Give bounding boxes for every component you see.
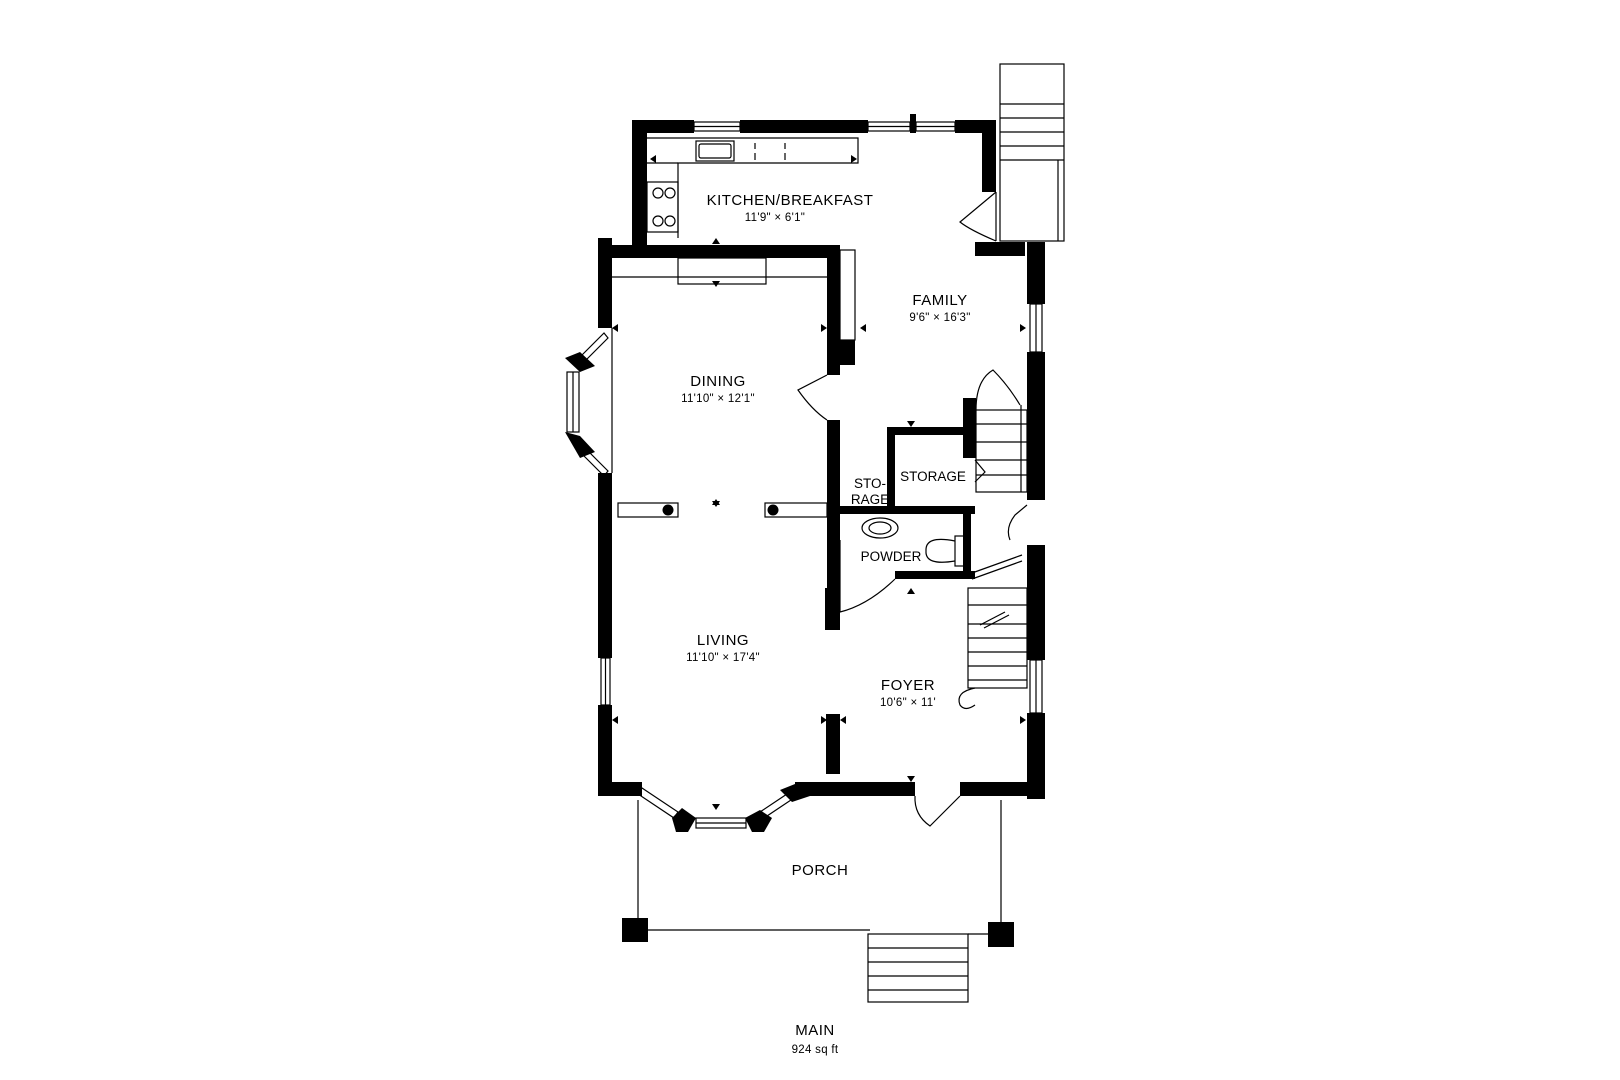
- wall: [1027, 545, 1045, 660]
- kitchen-dims: 11'9" × 6'1": [745, 212, 805, 224]
- wall: [975, 242, 1025, 256]
- stove: [646, 181, 679, 233]
- floor-area: 924 sq ft: [792, 1044, 839, 1056]
- window: [581, 332, 609, 361]
- wall: [840, 340, 855, 365]
- storage-small-label-2: RAGE: [851, 492, 889, 507]
- sink: [861, 517, 899, 539]
- porch-post: [988, 922, 1014, 947]
- toilet: [954, 535, 970, 567]
- dining-label: DINING: [690, 373, 746, 390]
- wall: [826, 714, 840, 774]
- walls: [565, 114, 1045, 947]
- foyer-dims: 10'6" × 11': [880, 697, 936, 709]
- sink: [695, 140, 735, 162]
- wall: [795, 782, 915, 796]
- storage-label: STORAGE: [900, 469, 966, 484]
- wall: [827, 245, 840, 375]
- wall: [1027, 242, 1045, 304]
- back-stairs: [999, 63, 1065, 242]
- wall: [960, 782, 1045, 796]
- kitchen-label: KITCHEN/BREAKFAST: [707, 192, 874, 209]
- thin-lines: [566, 63, 1065, 1003]
- wall: [827, 420, 840, 615]
- porch-post: [622, 918, 648, 942]
- wall: [910, 114, 916, 133]
- living-dims: 11'10" × 17'4": [686, 652, 760, 664]
- living-label: LIVING: [697, 632, 749, 649]
- wall: [740, 120, 868, 133]
- columns: [662, 504, 840, 728]
- wall: [1027, 352, 1045, 500]
- family-label: FAMILY: [912, 292, 967, 309]
- wall: [780, 782, 810, 802]
- wall: [672, 808, 696, 832]
- wall: [598, 473, 612, 658]
- wall: [598, 238, 612, 328]
- wall: [598, 782, 642, 796]
- wall: [1027, 713, 1045, 799]
- storage-small-label-1: STO-: [854, 476, 886, 491]
- wall: [598, 245, 840, 258]
- wall: [963, 506, 971, 576]
- wall: [632, 120, 694, 133]
- porch-label: PORCH: [792, 862, 849, 879]
- foyer-label: FOYER: [881, 677, 935, 694]
- window: [637, 787, 679, 819]
- labels: KITCHEN/BREAKFAST 11'9" × 6'1" FAMILY 9'…: [681, 192, 970, 1056]
- floor-name: MAIN: [795, 1022, 835, 1039]
- powder-label: POWDER: [861, 549, 922, 564]
- window: [581, 448, 609, 477]
- porch-stairs: [867, 933, 969, 1003]
- wall: [632, 120, 647, 245]
- wall: [887, 427, 975, 435]
- window: [759, 791, 795, 819]
- wall: [598, 705, 612, 795]
- wall: [840, 506, 975, 514]
- wall: [982, 120, 996, 192]
- dining-dims: 11'10" × 12'1": [681, 393, 755, 405]
- wall: [895, 571, 975, 579]
- wall: [887, 427, 895, 509]
- stairs: [975, 409, 1028, 493]
- wall: [745, 810, 772, 832]
- dimension-ticks: [612, 155, 1026, 810]
- wall: [565, 352, 595, 372]
- wall: [565, 432, 595, 458]
- family-dims: 9'6" × 16'3": [909, 312, 970, 324]
